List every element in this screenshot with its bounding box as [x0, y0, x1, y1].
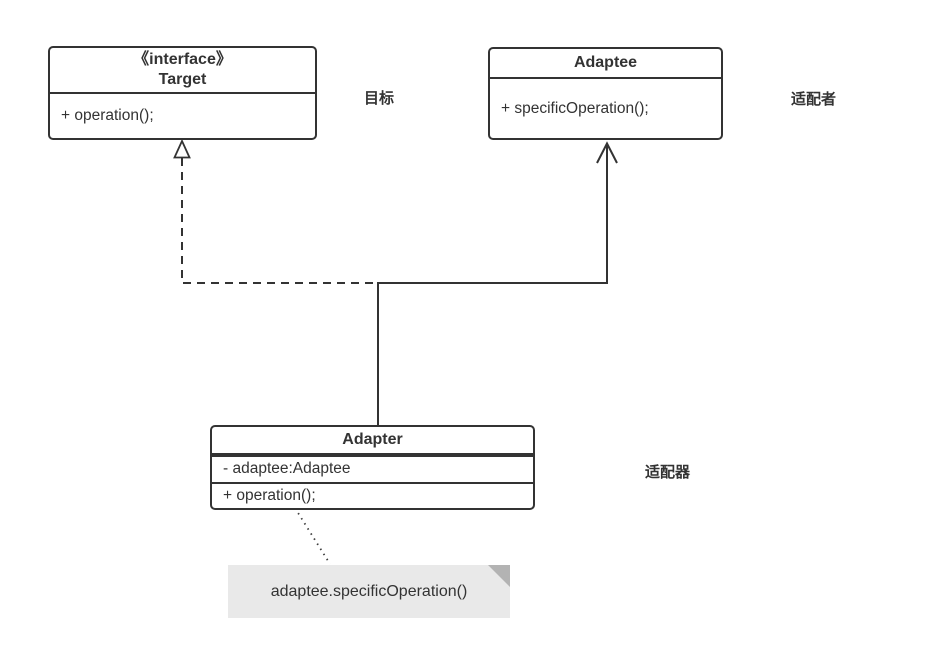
target-stereotype: 《interface》	[133, 51, 232, 68]
adaptee-header: Adaptee	[490, 49, 721, 79]
class-box-adapter: Adapter - adaptee:Adaptee + operation();	[210, 425, 535, 510]
adaptee-method: + specificOperation();	[501, 99, 649, 117]
class-box-target: 《interface》 Target + operation();	[48, 46, 317, 140]
note-anchor-line	[294, 507, 331, 565]
realization-line	[181, 158, 378, 284]
adapter-class-name: Adapter	[342, 431, 403, 448]
target-class-name: Target	[158, 71, 207, 88]
class-box-adaptee: Adaptee + specificOperation();	[488, 47, 723, 140]
adapter-header: Adapter	[212, 427, 533, 455]
association-line	[377, 144, 608, 425]
note-text: adaptee.specificOperation()	[270, 582, 468, 600]
adaptee-class-name: Adaptee	[573, 54, 638, 71]
target-method: + operation();	[61, 107, 154, 124]
label-target-cn: 目标	[364, 90, 395, 107]
target-header: 《interface》 Target	[50, 48, 315, 94]
note-fold-corner-icon	[488, 565, 510, 587]
adapter-method: + operation();	[212, 481, 533, 509]
label-adapter-cn: 适配器	[645, 464, 691, 481]
association-arrowhead-icon	[596, 141, 618, 164]
adapter-attribute: - adaptee:Adaptee	[212, 455, 533, 482]
label-adaptee-cn: 适配者	[791, 91, 837, 108]
note-box: adaptee.specificOperation()	[228, 565, 510, 618]
realization-arrowhead-icon	[173, 138, 191, 159]
